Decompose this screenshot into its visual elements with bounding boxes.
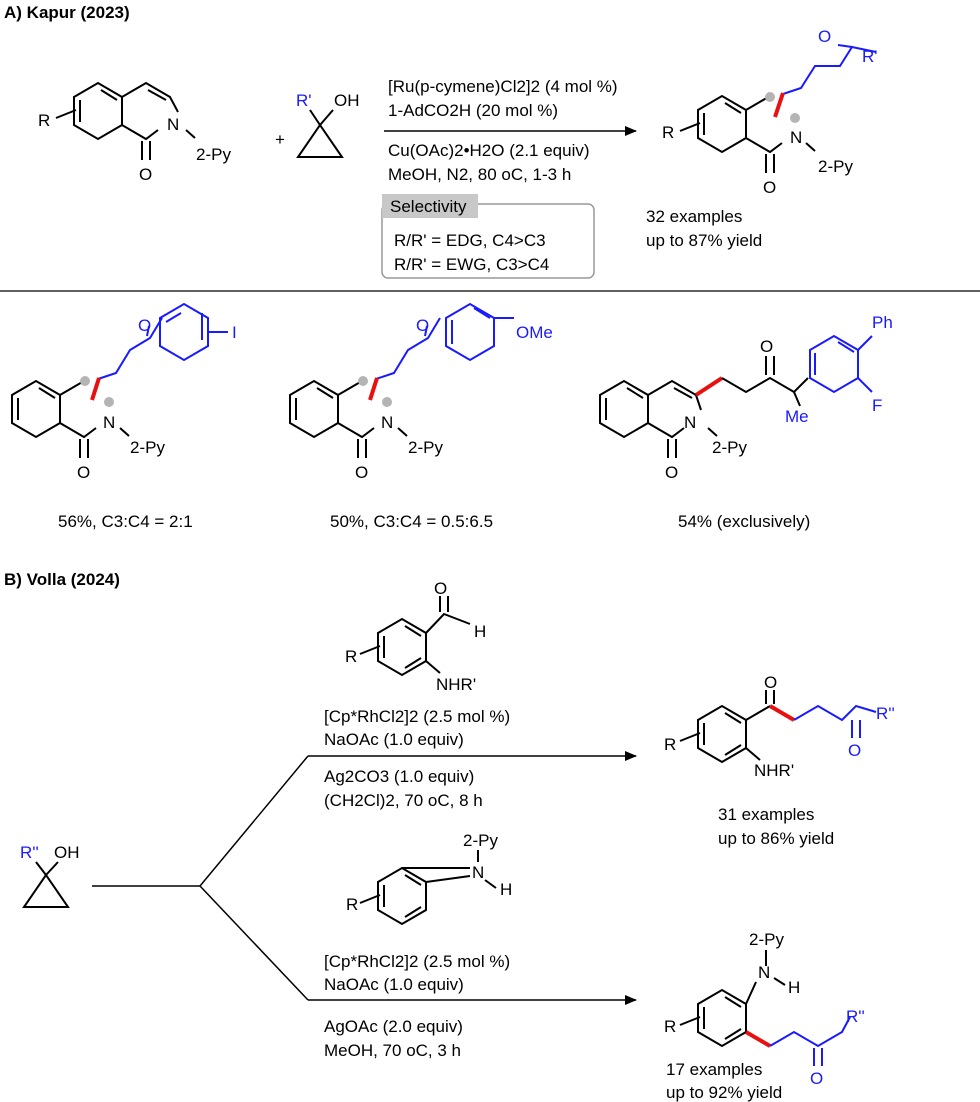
example-3-result: 54% (exclusively) <box>678 512 810 531</box>
product-rprime: R' <box>862 47 878 66</box>
top-product-o2: O <box>848 741 861 760</box>
ex3-me: Me <box>785 407 809 426</box>
ex3-py: 2-Py <box>712 438 747 457</box>
section-a-title: A) Kapur (2023) <box>4 3 130 22</box>
ex3-ph: Ph <box>872 313 893 332</box>
product-o-label: O <box>763 178 776 197</box>
ex3-n: N <box>684 413 696 432</box>
ex3-ketone-o: O <box>760 337 773 356</box>
top-yield: up to 86% yield <box>718 829 834 848</box>
product-n-label: N <box>790 128 802 147</box>
top-product-nhr: NHR' <box>754 761 794 780</box>
bottom-cond-solvent: MeOH, 70 oC, 3 h <box>324 1041 461 1060</box>
ex1-substituent: I <box>232 323 237 342</box>
carbonyl-o-label: O <box>139 165 152 184</box>
example-1-result: 56%, C3:C4 = 2:1 <box>58 512 193 531</box>
selectivity-line1: R/R' = EDG, C4>C3 <box>394 231 546 250</box>
top-cond-base: NaOAc (1.0 equiv) <box>324 730 464 749</box>
product-a: R N 2-Py O O R' <box>662 27 878 197</box>
ex1-n: N <box>103 413 115 432</box>
ex1-py: 2-Py <box>130 438 165 457</box>
ex1-ketone-o: O <box>138 316 151 335</box>
ex2-ketone-o: O <box>416 316 429 335</box>
ex2-n: N <box>381 413 393 432</box>
ex3-f: F <box>872 396 882 415</box>
ex1-o: O <box>77 463 90 482</box>
py-label: 2-Py <box>196 145 231 164</box>
bottom-cond-oxidant: AgOAc (2.0 equiv) <box>324 1017 463 1036</box>
bottom-product-r: R <box>664 1017 676 1036</box>
top-product-r2: R'' <box>876 704 895 723</box>
cyclopropanol-a: R' OH <box>296 91 360 158</box>
reactant-isoquinolinone: R N 2-Py O <box>38 81 231 184</box>
example-3-structure: N 2-Py O O Ph F Me <box>599 313 893 482</box>
ex2-substituent: OMe <box>516 323 553 342</box>
ex2-py: 2-Py <box>408 438 443 457</box>
bottom-product-r2: R'' <box>846 1007 865 1026</box>
oh-label: OH <box>334 91 360 110</box>
bottom-reagent-r: R <box>346 895 358 914</box>
example-2-result: 50%, C3:C4 = 0.5:6.5 <box>330 512 493 531</box>
cond-acid: 1-AdCO2H (20 mol %) <box>388 101 558 120</box>
bottom-examples: 17 examples <box>666 1060 762 1079</box>
bottom-product: R 2-Py N H O R'' <box>664 930 865 1088</box>
selectivity-box: Selectivity R/R' = EDG, C4>C3 R/R' = EWG… <box>381 194 595 279</box>
cond-solvent: MeOH, N2, 80 oC, 1-3 h <box>388 165 571 184</box>
branch-down <box>199 885 309 1001</box>
top-cond-catalyst: [Cp*RhCl2]2 (2.5 mol %) <box>324 707 510 726</box>
top-cond-oxidant: Ag2CO3 (1.0 equiv) <box>324 767 474 786</box>
bottom-reagent-n: N <box>472 863 484 882</box>
ex3-o: O <box>665 463 678 482</box>
branch-up <box>199 755 309 887</box>
top-reagent-o: O <box>434 579 447 598</box>
b-oh-label: OH <box>54 843 80 862</box>
r-prime-label: R' <box>296 91 312 110</box>
bottom-product-py: 2-Py <box>749 930 784 949</box>
r-label: R <box>38 111 50 130</box>
top-product: R O O R'' NHR' <box>664 673 895 780</box>
top-reagent-nhr: NHR' <box>436 675 476 694</box>
selectivity-line2: R/R' = EWG, C3>C4 <box>394 255 549 274</box>
cyclopropanol-b: R'' OH <box>20 843 80 908</box>
top-reagent-r: R <box>345 647 357 666</box>
top-cond-solvent: (CH2Cl)2, 70 oC, 8 h <box>324 791 483 810</box>
product-r-label: R <box>662 123 674 142</box>
top-reagent-h: H <box>474 622 486 641</box>
example-2-structure: N 2-Py O O OMe <box>289 302 553 482</box>
plus-sign: + <box>275 130 285 149</box>
top-product-o: O <box>764 673 777 692</box>
example-1-structure: N 2-Py O O I <box>11 302 237 482</box>
bottom-reagent-h: H <box>500 880 512 899</box>
bottom-reagent-py: 2-Py <box>463 831 498 850</box>
bottom-product-h: H <box>788 978 800 997</box>
top-product-r: R <box>664 735 676 754</box>
section-b-title: B) Volla (2024) <box>4 570 120 589</box>
cond-catalyst: [Ru(p-cymene)Cl2]2 (4 mol %) <box>388 77 618 96</box>
bottom-reagent-arylamine: R 2-Py N H <box>346 831 512 926</box>
bottom-product-o: O <box>810 1069 823 1088</box>
cond-oxidant: Cu(OAc)2•H2O (2.1 equiv) <box>388 141 590 160</box>
top-examples: 31 examples <box>718 805 814 824</box>
n-label: N <box>167 115 179 134</box>
product-ketone-o: O <box>818 27 831 46</box>
top-reagent-aminobenzaldehyde: R O H NHR' <box>345 579 486 694</box>
bottom-product-n: N <box>758 963 770 982</box>
summary-a-examples: 32 examples <box>646 207 742 226</box>
bottom-cond-catalyst: [Cp*RhCl2]2 (2.5 mol %) <box>324 952 510 971</box>
summary-a-yield: up to 87% yield <box>646 231 762 250</box>
b-r-double-prime: R'' <box>20 843 39 862</box>
product-py-label: 2-Py <box>818 157 853 176</box>
bottom-yield: up to 92% yield <box>666 1083 782 1102</box>
bottom-cond-base: NaOAc (1.0 equiv) <box>324 975 464 994</box>
ex2-o: O <box>355 463 368 482</box>
selectivity-title: Selectivity <box>390 197 467 216</box>
